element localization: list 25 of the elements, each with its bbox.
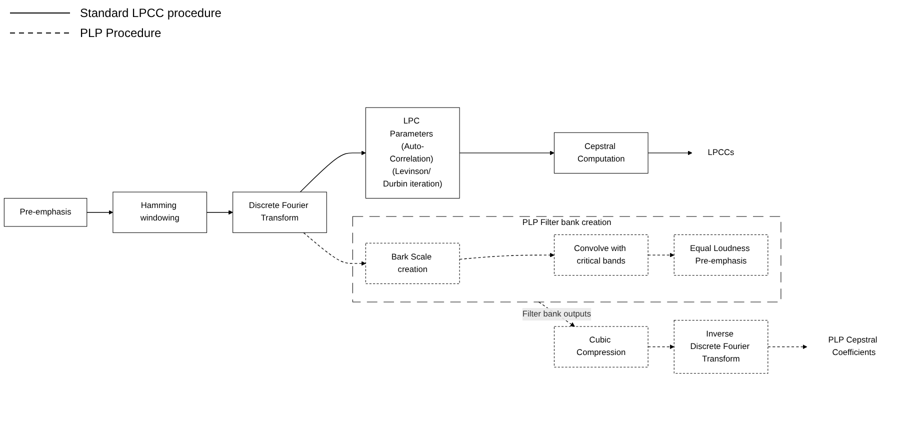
- arrow: [300, 150, 366, 192]
- arrow: [459, 150, 554, 156]
- node-box: Cubic Compression: [554, 326, 648, 368]
- legend-text: Standard LPCC procedure: [80, 6, 222, 20]
- node-box: Bark Scale creation: [365, 242, 460, 284]
- edge-label: Filter bank outputs: [522, 310, 592, 318]
- arrow: [648, 344, 674, 350]
- node-text: PLP Cepstral Coefficients: [828, 336, 878, 358]
- node-text: LPCCs: [708, 148, 734, 158]
- legend-text: PLP Procedure: [80, 26, 162, 40]
- arrow: [206, 210, 234, 215]
- node-box: Convolve with critical bands: [554, 234, 648, 276]
- arrow: [768, 344, 808, 350]
- arrow: [86, 210, 114, 215]
- node-box: Hamming windowing: [112, 192, 208, 233]
- node-box: Equal Loudness Pre-emphasis: [674, 234, 768, 276]
- arrow: [303, 232, 366, 266]
- arrow: [648, 150, 692, 156]
- node-box: Cepstral Computation: [554, 132, 648, 174]
- node-box: Inverse Discrete Fourier Transform: [674, 320, 768, 374]
- node-box: Discrete Fourier Transform: [232, 192, 327, 233]
- arrow: [459, 252, 554, 260]
- node-box: LPC Parameters (Auto-Correlation) (Levinson/ Durbin iteration): [365, 107, 460, 199]
- arrow: [648, 252, 674, 258]
- node-box: Pre-emphasis: [4, 198, 88, 227]
